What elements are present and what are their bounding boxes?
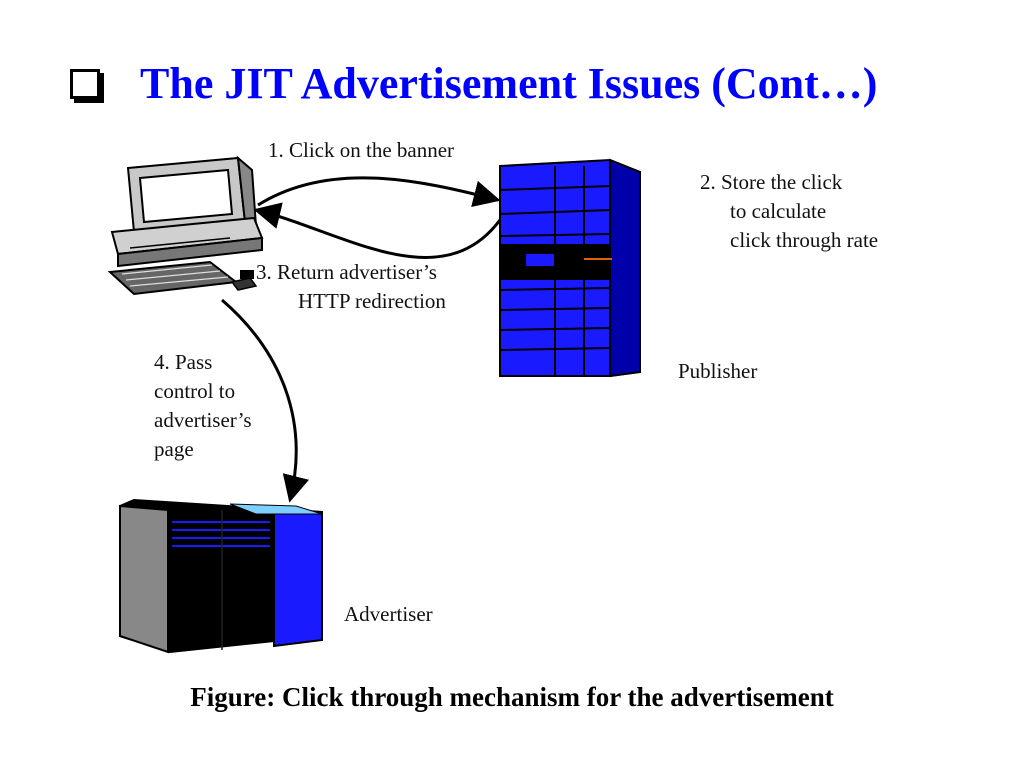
arrow-return-redirection [253, 202, 502, 259]
step2-line: click through rate [730, 228, 879, 252]
publisher-server-icon [499, 158, 641, 378]
step4-line: advertiser’s [154, 408, 252, 432]
arrow-click-banner [257, 176, 501, 208]
step2-line: 2. Store the click [700, 170, 843, 194]
step2-label: 2. Store the click to calculate click th… [700, 168, 878, 255]
figure-caption: Figure: Click through mechanism for the … [190, 682, 834, 712]
step3-line: HTTP redirection [298, 289, 446, 313]
step4-line: control to [154, 379, 236, 403]
advertiser-server-icon [119, 498, 323, 654]
slide-title: The JIT Advertisement Issues (Cont…) [70, 58, 877, 109]
arrow-pass-control [221, 298, 309, 503]
click-through-diagram [107, 155, 641, 654]
step3-label: 3. Return advertiser’s HTTP redirection [256, 258, 446, 316]
step4-line: 4. Pass [154, 350, 213, 374]
step3-line: 3. Return advertiser’s [256, 260, 437, 284]
step4-label: 4. Pass control to advertiser’s page [154, 348, 252, 464]
step1-label: 1. Click on the banner [268, 138, 455, 162]
step4-line: page [154, 437, 194, 461]
advertiser-label: Advertiser [344, 602, 433, 626]
publisher-label: Publisher [678, 359, 758, 383]
square-bullet-icon [70, 68, 100, 99]
title-text: The JIT Advertisement Issues (Cont…) [140, 59, 878, 108]
step2-line: to calculate [730, 199, 827, 223]
desktop-computer-icon [107, 155, 264, 296]
